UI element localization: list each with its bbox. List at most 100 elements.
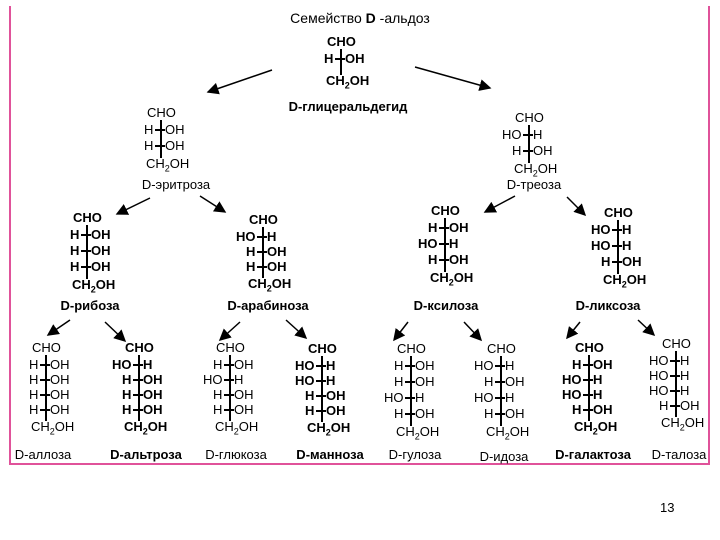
substituent-left: HO [203,372,223,387]
bond-line [612,245,622,247]
bond-line [316,395,326,397]
bond-line [612,261,622,263]
arrow-ribose-allose [46,319,71,336]
ch2oh-label: CH2OH [574,419,618,437]
arrow-erythrose-arabinose [199,195,227,213]
xylose-name: D-ксилоза [413,298,479,313]
substituent-left: HO [295,358,315,373]
bond-line [224,364,234,366]
bond-line [316,410,326,412]
substituent-right: OH [593,402,613,417]
bond-line [523,134,533,136]
carbon-chain [528,125,530,163]
substituent-right: OH [593,357,613,372]
bond-line [81,266,91,268]
talose-name: D-талоза [651,447,707,462]
substituent-left: HO [649,353,669,368]
arrow-xylose-gulose [393,321,409,342]
bond-line [40,379,50,381]
substituent-left: H [122,372,132,387]
substituent-right: OH [505,374,525,389]
substituent-right: OH [622,254,642,269]
carbon-chain [321,356,323,422]
arrow-glyceraldehyde-erythrose [206,69,273,95]
substituent-left: H [144,138,154,153]
substituent-left: H [144,122,154,137]
substituent-left: H [29,372,39,387]
substituent-left: H [484,374,494,389]
arrow-glyceraldehyde-threose [414,66,492,91]
cho-label: CHO [604,205,633,220]
ch2oh-label: CH2OH [430,270,474,288]
cho-label: CHO [147,105,176,120]
substituent-left: HO [591,222,611,237]
substituent-right: OH [91,243,111,258]
ch2oh-label: CH2OH [72,277,116,295]
substituent-right: OH [143,372,163,387]
substituent-right: H [267,229,277,244]
bond-line [670,375,680,377]
arrow-arabinose-mannose [285,319,308,340]
substituent-left: H [29,402,39,417]
substituent-right: OH [91,227,111,242]
bond-line [224,394,234,396]
diagram-title: Семейство D -альдоз [0,10,720,26]
ch2oh-label: CH2OH [215,419,259,437]
ch2oh-label: CH2OH [326,73,370,91]
cho-label: CHO [575,340,604,355]
substituent-left: HO [649,368,669,383]
bond-line [335,58,345,60]
bond-line [40,409,50,411]
substituent-left: H [122,402,132,417]
ch2oh-label: CH2OH [248,276,292,294]
carbon-chain [229,355,231,421]
substituent-right: H [593,387,603,402]
arrow-threose-xylose [483,195,516,213]
substituent-right: H [143,357,153,372]
substituent-left: H [213,387,223,402]
cho-label: CHO [327,34,356,49]
substituent-left: H [394,406,404,421]
substituent-right: OH [50,387,70,402]
title-emph: D [365,10,376,26]
substituent-left: H [394,358,404,373]
cho-label: CHO [249,212,278,227]
arrow-threose-lyxose [566,196,587,217]
carbon-chain [138,355,140,421]
substituent-right: OH [533,143,553,158]
carbon-chain [617,220,619,274]
glucose-name: D-глюкоза [205,447,267,462]
substituent-left: H [70,227,80,242]
substituent-right: OH [50,402,70,417]
bond-line [133,379,143,381]
substituent-right: H [415,390,425,405]
substituent-left: H [428,220,438,235]
bond-line [133,364,143,366]
bond-line [40,394,50,396]
cho-label: CHO [487,341,516,356]
bond-line [405,413,415,415]
bond-line [224,379,234,381]
bond-line [583,364,593,366]
cho-label: CHO [32,340,61,355]
substituent-right: OH [449,220,469,235]
substituent-left: H [213,357,223,372]
bond-line [257,266,267,268]
substituent-left: H [29,357,39,372]
substituent-right: OH [143,402,163,417]
bond-line [405,381,415,383]
bond-line [670,360,680,362]
cho-label: CHO [662,336,691,351]
arrow-xylose-idose [463,321,483,342]
substituent-right: OH [267,259,287,274]
carbon-chain [588,355,590,421]
substituent-right: OH [234,387,254,402]
substituent-left: HO [474,358,494,373]
bond-line [670,405,680,407]
substituent-left: H [305,388,315,403]
substituent-right: H [326,358,336,373]
ch2oh-label: CH2OH [146,156,190,174]
substituent-left: H [428,252,438,267]
bond-line [257,236,267,238]
cho-label: CHO [125,340,154,355]
